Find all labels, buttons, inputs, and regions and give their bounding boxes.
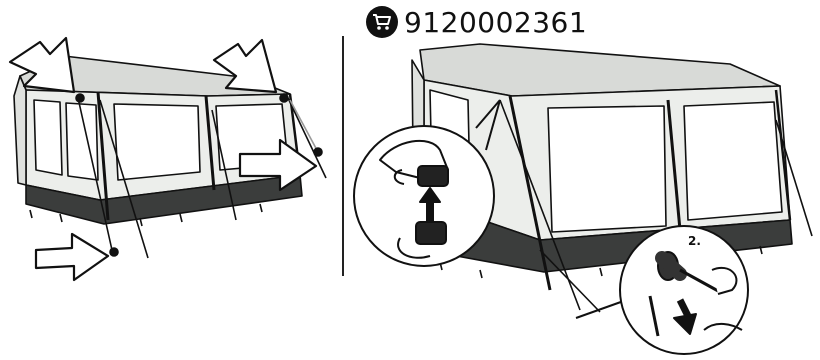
step-number: 2. <box>688 234 701 248</box>
part-number: 9120002361 <box>404 6 587 39</box>
part-number-badge: 9120002361 <box>366 4 587 40</box>
shopping-cart-icon <box>366 6 398 38</box>
panel-divider <box>342 36 344 276</box>
arrow-icon <box>36 234 108 280</box>
